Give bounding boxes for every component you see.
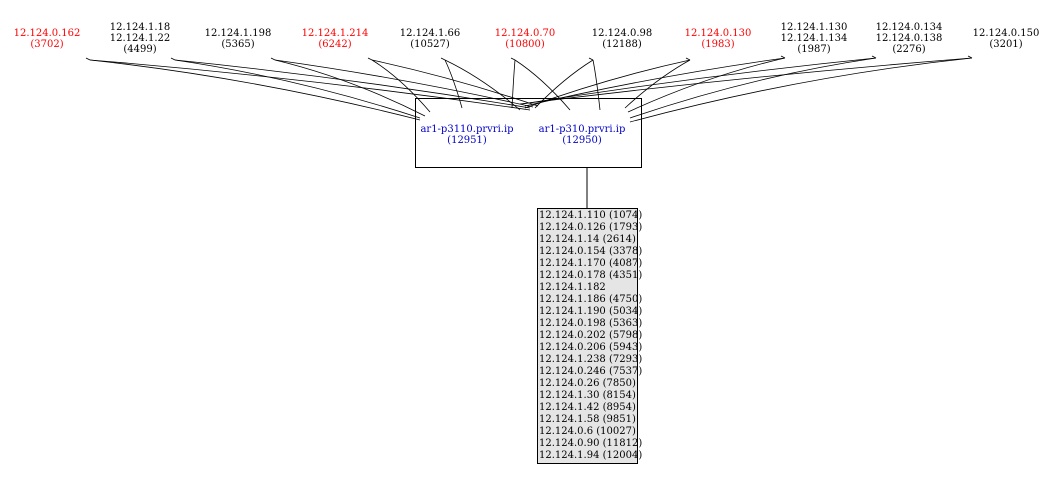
peer-node[interactable]: 12.124.0.162(3702) bbox=[14, 28, 81, 50]
peer-edge bbox=[521, 57, 877, 105]
peer-node[interactable]: 12.124.0.130(1983) bbox=[685, 28, 752, 50]
peer-address: 12.124.0.70 bbox=[494, 28, 556, 39]
address-list-item[interactable]: 12.124.1.238 (7293) bbox=[539, 354, 643, 365]
peer-address: 12.124.1.22 bbox=[109, 33, 171, 44]
peer-node[interactable]: 12.124.1.198(5365) bbox=[205, 28, 272, 50]
peer-node[interactable]: 12.124.1.214(6242) bbox=[302, 28, 369, 50]
peer-edge bbox=[174, 59, 531, 109]
peer-id: (1987) bbox=[797, 44, 831, 55]
peer-edge bbox=[444, 59, 463, 109]
peer-edge bbox=[89, 59, 421, 121]
peer-edge-start bbox=[588, 57, 594, 61]
peer-edge bbox=[274, 59, 534, 108]
peer-node[interactable]: 12.124.0.70(10800) bbox=[495, 28, 555, 50]
peer-edge-start bbox=[871, 55, 877, 59]
peer-edge bbox=[624, 59, 691, 109]
address-list-item[interactable]: 12.124.1.190 (5034) bbox=[539, 306, 643, 317]
address-list-item[interactable]: 12.124.1.170 (4087) bbox=[539, 258, 643, 269]
address-list-box: 12.124.1.110 (1074)12.124.0.126 (1793)12… bbox=[537, 208, 643, 464]
peer-edge bbox=[89, 59, 531, 111]
peer-edge-start bbox=[85, 57, 91, 61]
peer-edge bbox=[274, 59, 426, 117]
address-list-item[interactable]: 12.124.0.26 (7850) bbox=[539, 378, 636, 389]
router-node-2[interactable]: ar1-p310.prvri.ip (12950) bbox=[539, 124, 626, 146]
peer-edge-start bbox=[367, 57, 373, 61]
peer-id: (3201) bbox=[989, 39, 1023, 50]
peer-node[interactable]: 12.124.0.98(12188) bbox=[592, 28, 652, 50]
peer-id: (3702) bbox=[30, 39, 64, 50]
peer-edge bbox=[174, 59, 421, 119]
peer-id: (12188) bbox=[602, 39, 642, 50]
peer-edge-start bbox=[170, 57, 176, 61]
address-list-item[interactable]: 12.124.0.202 (5798) bbox=[539, 330, 643, 341]
peer-address: 12.124.0.130 bbox=[684, 28, 752, 39]
address-list-item[interactable]: 12.124.1.58 (9851) bbox=[539, 414, 636, 425]
peer-address: 12.124.1.134 bbox=[780, 33, 848, 44]
peer-node[interactable]: 12.124.0.150(3201) bbox=[973, 28, 1040, 50]
peer-edge-start bbox=[685, 57, 691, 61]
address-list-item[interactable]: 12.124.0.178 (4351) bbox=[539, 270, 643, 281]
address-list-item[interactable]: 12.124.0.126 (1793) bbox=[539, 222, 643, 233]
address-list-item[interactable]: 12.124.0.6 (10027) bbox=[539, 426, 636, 437]
peer-edge-start bbox=[510, 57, 516, 61]
peer-address: 12.124.0.98 bbox=[591, 28, 653, 39]
peer-edge bbox=[511, 59, 516, 109]
address-list-item[interactable]: 12.124.1.186 (4750) bbox=[539, 294, 643, 305]
router-group-box bbox=[415, 98, 642, 168]
address-list-item[interactable]: 12.124.0.198 (5363) bbox=[539, 318, 643, 329]
router-id: (12951) bbox=[447, 135, 487, 146]
peer-edge bbox=[514, 59, 571, 111]
peer-edge bbox=[592, 59, 601, 111]
peer-id: (1983) bbox=[701, 39, 735, 50]
peer-edge-start bbox=[780, 55, 786, 59]
address-list-item[interactable]: 12.124.1.42 (8954) bbox=[539, 402, 636, 413]
peer-edge-start bbox=[270, 57, 276, 61]
address-list-item[interactable]: 12.124.1.30 (8154) bbox=[539, 390, 636, 401]
address-list-item[interactable]: 12.124.1.182 bbox=[539, 282, 606, 293]
address-list-item[interactable]: 12.124.0.246 (7537) bbox=[539, 366, 643, 377]
address-list-item[interactable]: 12.124.1.110 (1074) bbox=[539, 210, 643, 221]
peer-id: (6242) bbox=[318, 39, 352, 50]
peer-id: (5365) bbox=[221, 39, 255, 50]
edge-layer bbox=[85, 55, 973, 123]
peer-edge bbox=[629, 57, 973, 123]
peer-edge-start bbox=[967, 55, 973, 59]
peer-address: 12.124.1.66 bbox=[399, 28, 461, 39]
peer-id: (4499) bbox=[123, 44, 157, 55]
peer-edge bbox=[627, 57, 786, 113]
address-list-item[interactable]: 12.124.0.206 (5943) bbox=[539, 342, 643, 353]
peer-edge bbox=[629, 57, 877, 119]
peer-edge bbox=[371, 59, 539, 107]
address-list-item[interactable]: 12.124.1.94 (12004) bbox=[539, 450, 643, 461]
router-name: ar1-p3110.prvri.ip bbox=[420, 124, 514, 135]
address-list-item[interactable]: 12.124.0.154 (3378) bbox=[539, 246, 643, 257]
peer-address: 12.124.0.134 bbox=[875, 22, 943, 33]
peer-edge bbox=[371, 59, 431, 113]
peer-address: 12.124.0.150 bbox=[972, 28, 1040, 39]
peer-address: 12.124.1.198 bbox=[204, 28, 272, 39]
router-name: ar1-p310.prvri.ip bbox=[538, 124, 626, 135]
router-node-1[interactable]: ar1-p3110.prvri.ip (12951) bbox=[420, 124, 513, 146]
peer-address: 12.124.1.130 bbox=[780, 22, 848, 33]
address-list-item[interactable]: 12.124.1.14 (2614) bbox=[539, 234, 636, 245]
peer-id: (2276) bbox=[892, 44, 926, 55]
peer-id: (10527) bbox=[410, 39, 450, 50]
peer-edge bbox=[519, 57, 973, 105]
peer-address: 12.124.0.162 bbox=[13, 28, 81, 39]
peer-edge-start bbox=[440, 57, 446, 61]
peer-address: 12.124.1.18 bbox=[109, 22, 171, 33]
peer-address: 12.124.1.214 bbox=[301, 28, 369, 39]
address-list-item[interactable]: 12.124.0.90 (11812) bbox=[539, 438, 643, 449]
peer-id: (10800) bbox=[505, 39, 545, 50]
router-id: (12950) bbox=[562, 135, 602, 146]
peer-address: 12.124.0.138 bbox=[875, 33, 943, 44]
peer-node[interactable]: 12.124.1.66(10527) bbox=[400, 28, 460, 50]
